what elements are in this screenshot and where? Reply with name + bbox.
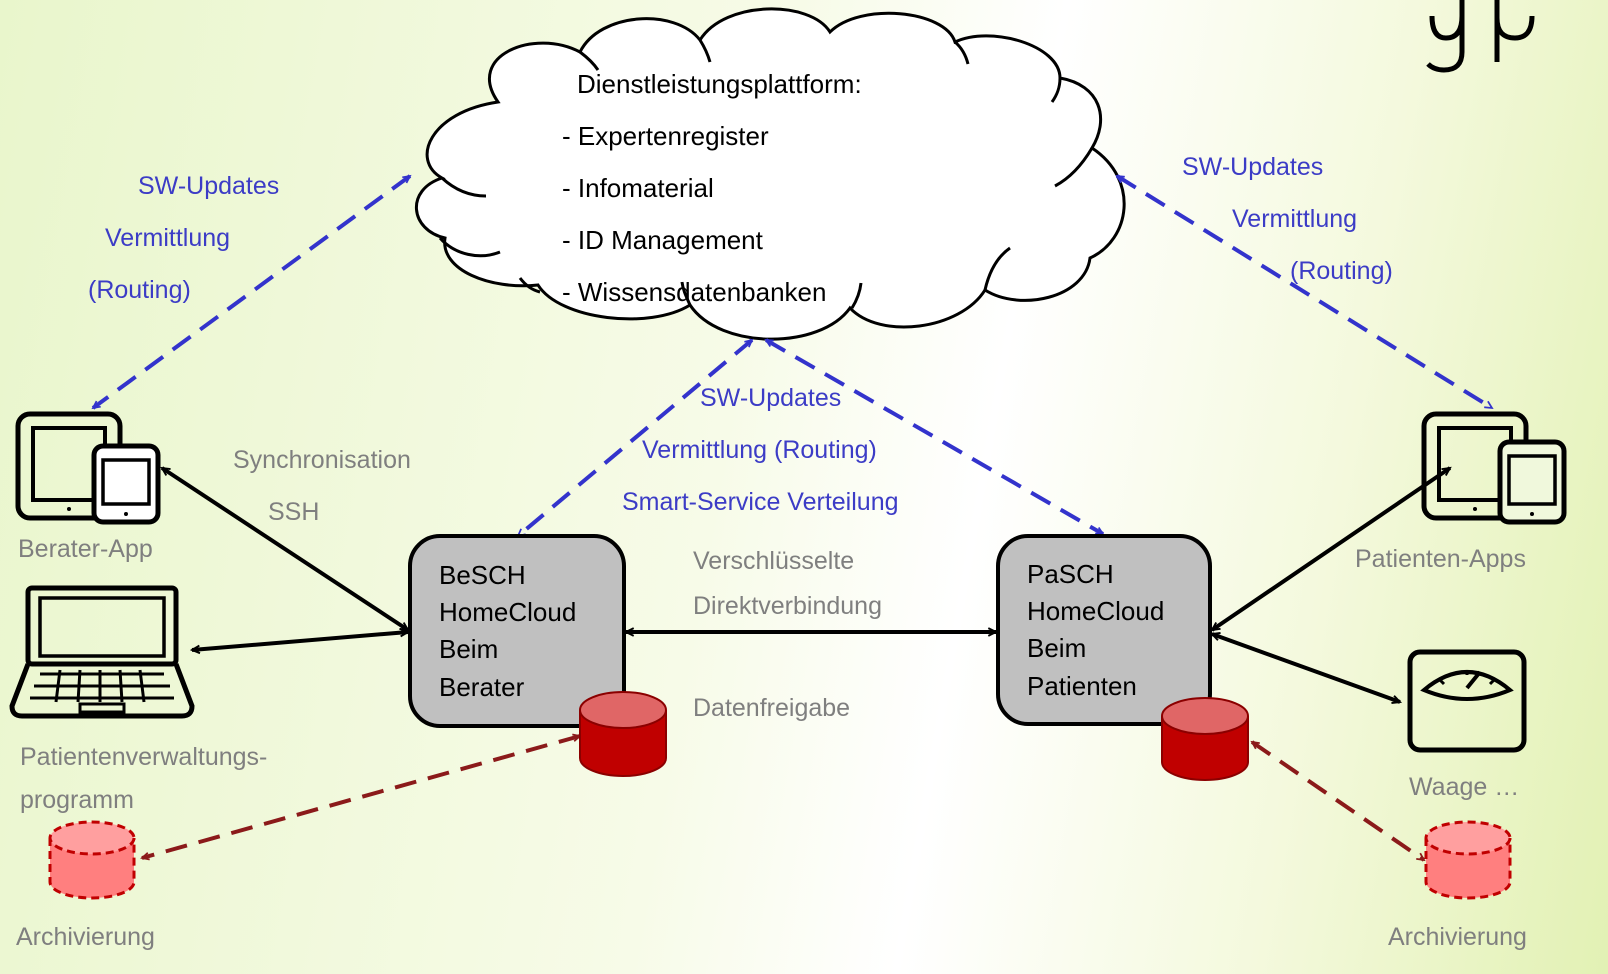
node-label: Beim: [1027, 633, 1086, 663]
device-links: [160, 466, 1452, 704]
left-link-label: (Routing): [88, 276, 191, 304]
service-platform-cloud: Dienstleistungsplattform: - Expertenregi…: [414, 7, 1126, 341]
center-link-label: Vermittlung (Routing): [642, 436, 877, 464]
right-link-label: Vermittlung: [1232, 205, 1357, 233]
center-link-label: SW-Updates: [700, 384, 841, 412]
right-link-label: SW-Updates: [1182, 153, 1323, 181]
direct-connection-label: Verschlüsselte: [693, 547, 854, 575]
patient-homecloud-node: PaSCH HomeCloud Beim Patienten: [996, 534, 1212, 726]
cloud-icon: [414, 7, 1126, 341]
archive-links: [140, 733, 1426, 862]
node-label: HomeCloud: [439, 597, 576, 627]
link-node-scale: [1209, 632, 1403, 704]
berater-homecloud-node: BeSCH HomeCloud Beim Berater: [408, 534, 626, 728]
archive-database-icon: [1424, 820, 1512, 900]
node-label: BeSCH: [439, 560, 526, 590]
patient-admin-label: Patientenverwaltungs-: [20, 743, 267, 771]
left-link-label: Vermittlung: [105, 224, 230, 252]
link-cloud-patient-node: [764, 338, 1105, 536]
archive-database-icon: [48, 820, 136, 900]
cloud-title: Dienstleistungsplattform:: [577, 69, 862, 99]
link-node-patient-apps: [1210, 466, 1452, 632]
laptop-icon: [9, 585, 195, 719]
tablet-phone-icon: [15, 411, 161, 525]
link-laptop-node: [189, 627, 411, 655]
update-links: [91, 174, 1494, 538]
cloud-item: - Expertenregister: [562, 121, 769, 151]
node-label: PaSCH: [1027, 559, 1114, 589]
archive-label: Archivierung: [16, 923, 155, 951]
tablet-phone-icon: [1421, 411, 1567, 525]
link-cloud-patient-apps: [1115, 174, 1494, 410]
sync-label: SSH: [268, 498, 319, 526]
link-berater-app-node: [160, 466, 410, 632]
patient-apps-label: Patienten-Apps: [1355, 545, 1526, 573]
link-cloud-berater-node: [516, 338, 754, 538]
patient-admin-label: programm: [20, 786, 134, 814]
berater-app-label: Berater-App: [18, 535, 153, 563]
scale-label: Waage …: [1409, 773, 1519, 801]
scale-icon: [1407, 649, 1527, 753]
cloud-item: - ID Management: [562, 225, 764, 255]
cloud-item: - Wissensdatenbanken: [562, 277, 826, 307]
link-archive-left: [140, 733, 582, 861]
archive-label: Archivierung: [1388, 923, 1527, 951]
sync-label: Synchronisation: [233, 446, 411, 474]
node-label: Berater: [439, 672, 525, 702]
direct-connection-label: Direktverbindung: [693, 592, 882, 620]
title-fragment: [1426, 0, 1535, 73]
link-archive-right: [1250, 740, 1426, 862]
cloud-item: - Infomaterial: [562, 173, 714, 203]
data-sharing-label: Datenfreigabe: [693, 694, 850, 722]
node-label: HomeCloud: [1027, 596, 1164, 626]
link-cloud-berater-app: [91, 174, 412, 410]
center-link-label: Smart-Service Verteilung: [622, 488, 899, 516]
database-icon: [579, 691, 667, 777]
node-label: Patienten: [1027, 671, 1137, 701]
database-icon: [1161, 697, 1249, 781]
node-label: Beim: [439, 634, 498, 664]
right-link-label: (Routing): [1290, 257, 1393, 285]
left-link-label: SW-Updates: [138, 172, 279, 200]
